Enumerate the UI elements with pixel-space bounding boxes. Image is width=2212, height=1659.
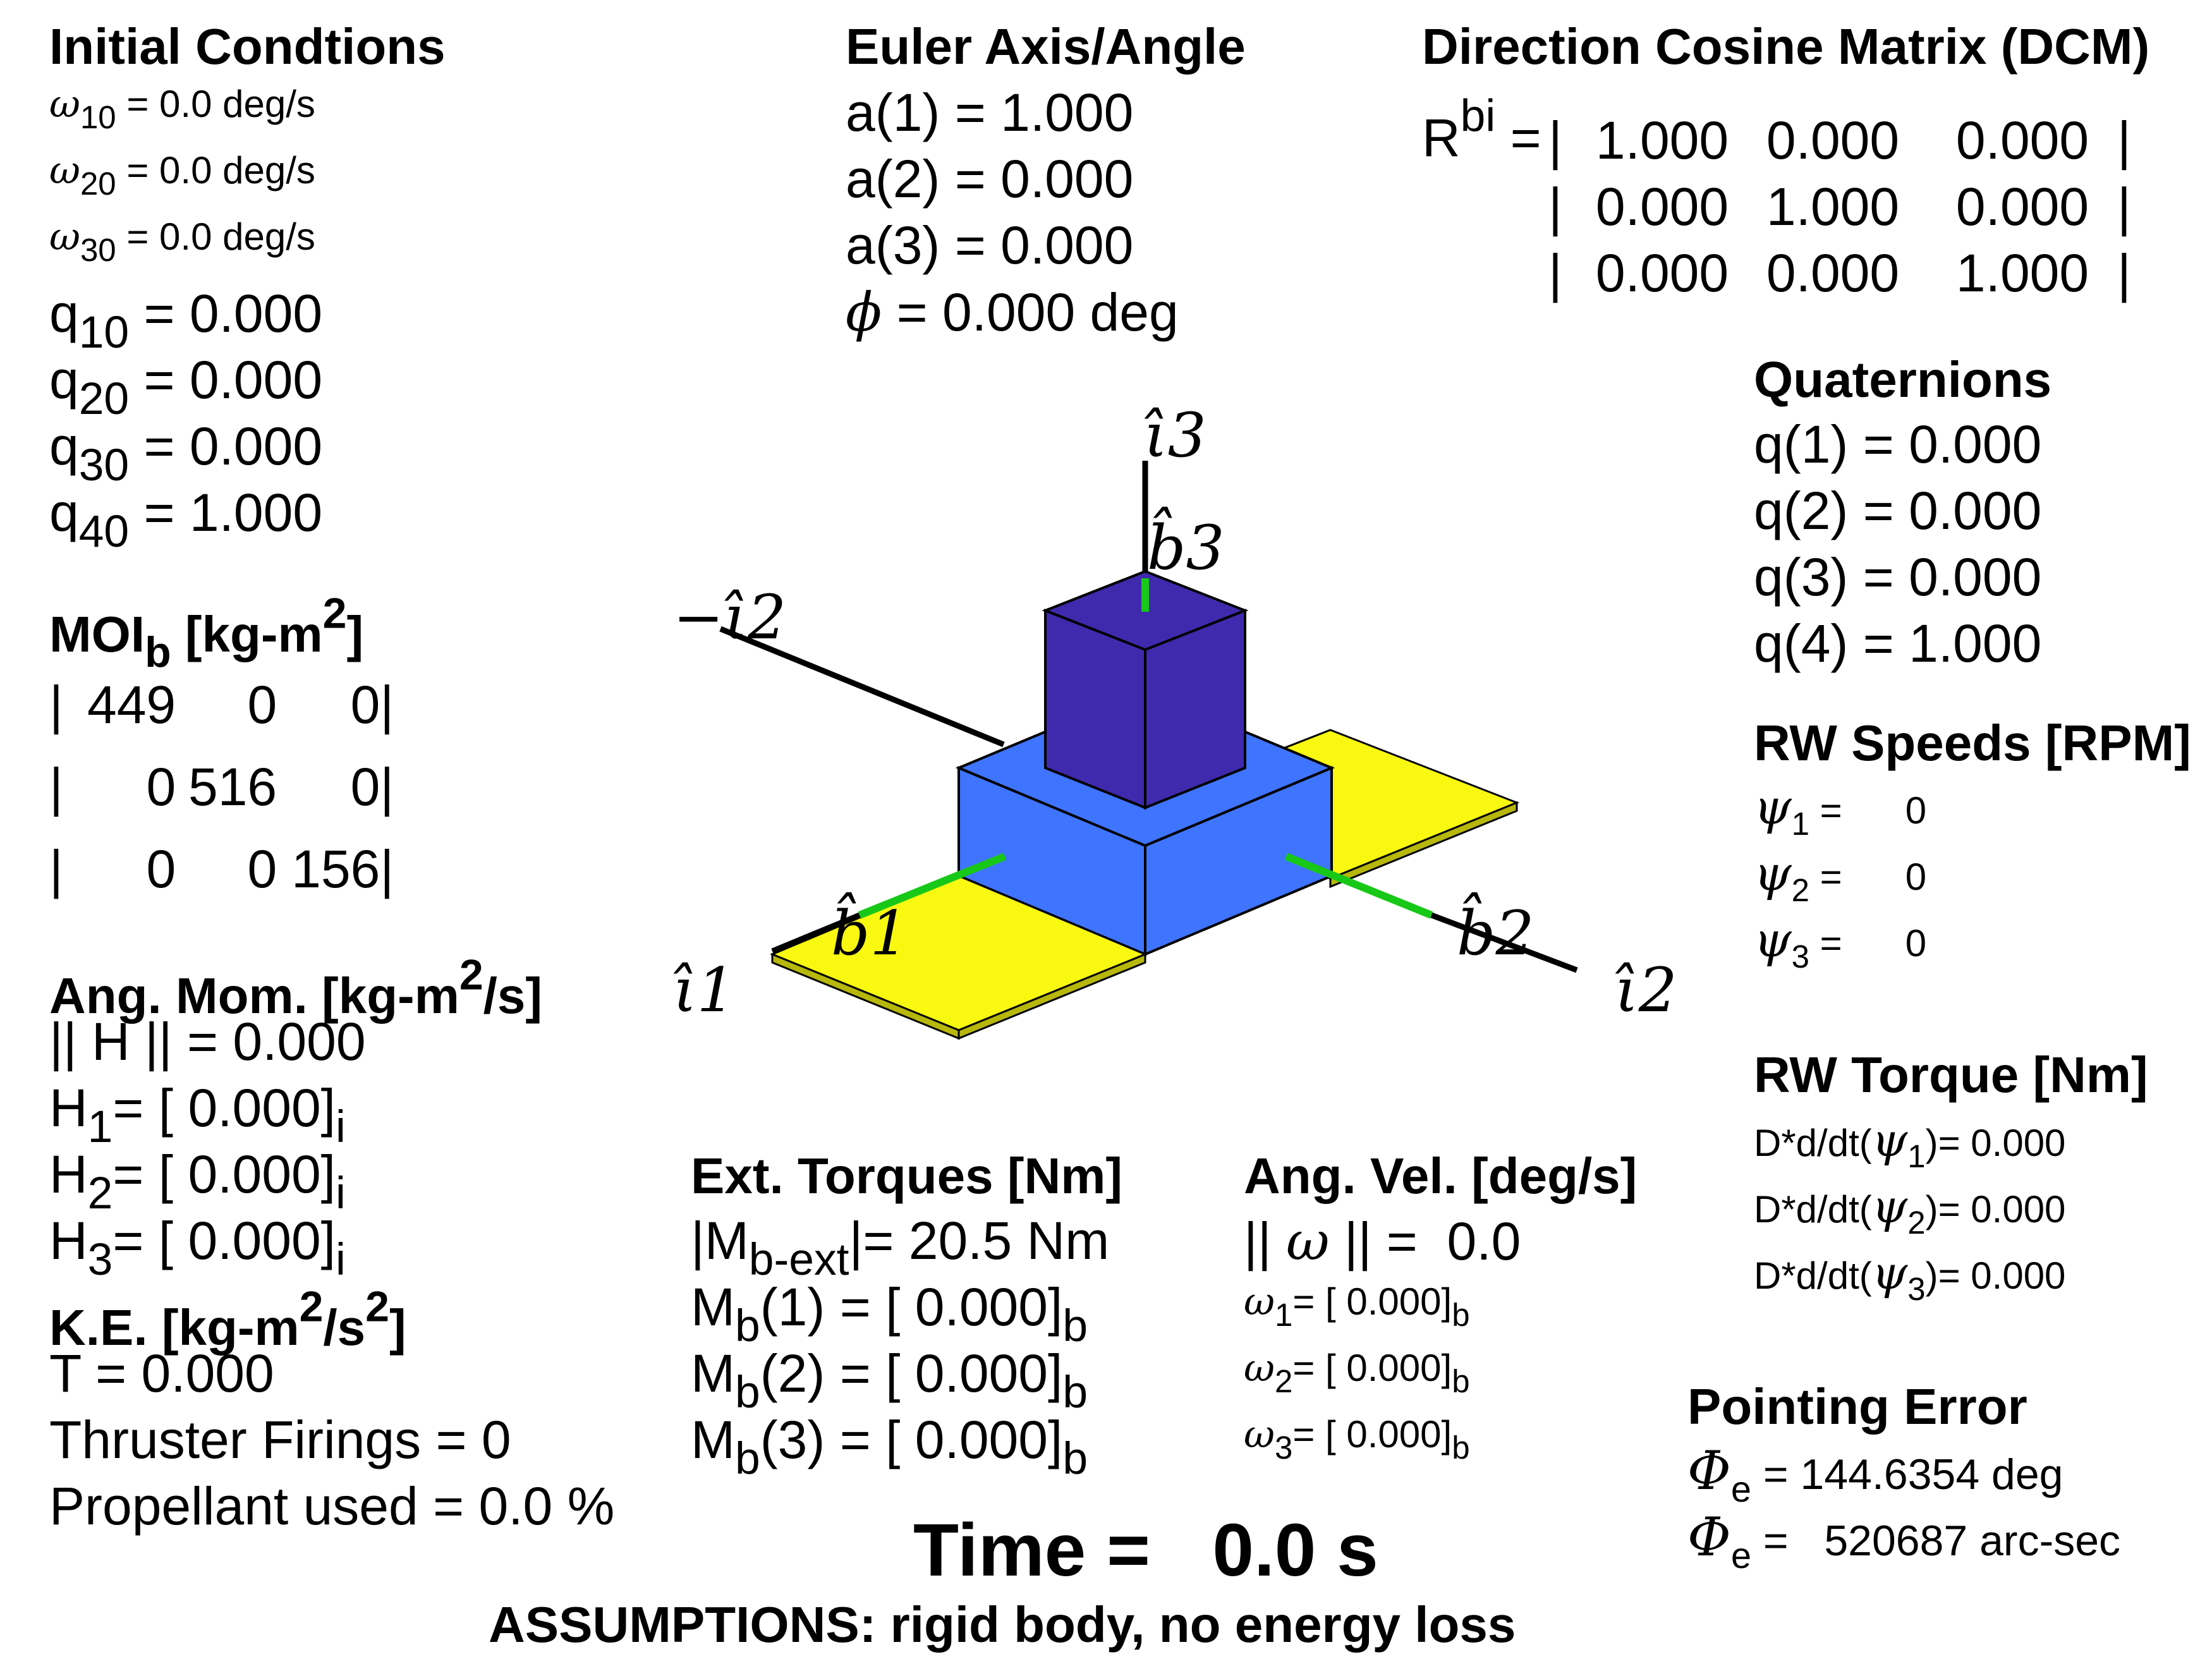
moi-row: | 0 516 0| [49, 757, 394, 817]
initial-conditions-title: Initial Condtions [49, 18, 446, 75]
dcm-matrix: | 1.000 0.000 0.000 | | 0.000 1.000 0.00… [1548, 107, 2142, 307]
pointing-error-arcsec: Φe = 520687 arc-sec [1687, 1506, 2121, 1577]
q10-row: q10 = 0.000 [49, 284, 323, 358]
rw-torque-2: D*d/dt(ψ2)= 0.000 [1754, 1180, 2066, 1241]
dcm-row: | 0.000 1.000 0.000 | [1548, 177, 2131, 236]
euler-a2: a(2) = 0.000 [846, 149, 1134, 209]
euler-a3: a(3) = 0.000 [846, 216, 1134, 275]
neg-i2-label: −ι̂2 [673, 582, 786, 653]
mb1-row: Mb(1) = [ 0.000]b [691, 1277, 1088, 1351]
omega30-value: = 0.0 deg/s [126, 216, 315, 258]
psi-symbol: ψ [1871, 1180, 1908, 1233]
time-display: Time = 0.0 s [913, 1509, 1378, 1592]
ext-torque-mag: |Mb-ext|= 20.5 Nm [691, 1211, 1110, 1285]
quaternions-title: Quaternions [1754, 351, 2052, 408]
neg-i2-axis [719, 626, 1005, 748]
mb2-row: Mb(2) = [ 0.000]b [691, 1344, 1088, 1418]
ang-vel-title: Ang. Vel. [deg/s] [1244, 1148, 1638, 1204]
rw-speed-1: ψ1 = 0 [1754, 779, 1927, 842]
euler-title: Euler Axis/Angle [846, 18, 1246, 75]
w2-row: ω2= [ 0.000]b [1244, 1346, 1470, 1399]
b3-label: b̂3 [1147, 507, 1225, 583]
h3-row: H3= [ 0.000]i [49, 1211, 346, 1285]
rw-speed-3: ψ3 = 0 [1754, 911, 1927, 975]
psi-symbol: ψ [1871, 1114, 1908, 1167]
moi-row: | 0 0 156| [49, 839, 394, 899]
psi-symbol: ψ [1754, 779, 1792, 835]
mb3-row: Mb(3) = [ 0.000]b [691, 1410, 1088, 1484]
euler-phi: ϕ = 0.000 deg [846, 281, 1179, 343]
b1-label: b̂1 [831, 892, 909, 969]
w3-row: ω3= [ 0.000]b [1244, 1413, 1470, 1466]
b2-axis [1284, 853, 1433, 919]
psi-symbol: ψ [1754, 845, 1792, 901]
omega-symbol: ω [49, 82, 80, 126]
quat-q2: q(2) = 0.000 [1754, 481, 2042, 540]
ke-value: T = 0.000 [49, 1344, 274, 1403]
propellant-used: Propellant used = 0.0 % [49, 1476, 615, 1536]
h2-row: H2= [ 0.000]i [49, 1145, 346, 1218]
solar-panel-left-edge2 [957, 952, 1146, 1040]
rw-speed-2: ψ2 = 0 [1754, 845, 1927, 908]
i2-label: ι̂2 [1615, 955, 1677, 1026]
h1-row: H1= [ 0.000]i [49, 1078, 346, 1152]
dcm-row: | 0.000 0.000 1.000 | [1548, 243, 2131, 303]
dcm-lhs: Rbi = [1422, 90, 1541, 167]
ke-title: K.E. [kg-m2/s2] [49, 1282, 406, 1356]
omega10-row: ω10 = 0.0 deg/s [49, 82, 315, 135]
euler-a1: a(1) = 1.000 [846, 83, 1134, 142]
omega10-value: = 0.0 deg/s [126, 83, 315, 125]
psi-symbol: ψ [1871, 1246, 1908, 1299]
rw-speeds-title: RW Speeds [RPM] [1754, 715, 2191, 771]
q10-value: = 0.000 [129, 284, 323, 343]
omega-symbol: ω [1244, 1280, 1275, 1324]
q20-value: = 0.000 [129, 350, 323, 410]
i3-label: ι̂3 [1144, 400, 1206, 471]
assumptions-note: ASSUMPTIONS: rigid body, no energy loss [489, 1596, 1516, 1653]
rw-torque-title: RW Torque [Nm] [1754, 1047, 2148, 1103]
ang-mom-norm: || H || = 0.000 [49, 1012, 366, 1071]
w1-row: ω1= [ 0.000]b [1244, 1280, 1470, 1333]
q40-value: = 1.000 [129, 483, 323, 542]
quat-q4: q(4) = 1.000 [1754, 614, 2042, 673]
phi-symbol: Φ [1687, 1506, 1731, 1568]
i2-axis [1430, 912, 1578, 973]
q30-value: = 0.000 [129, 416, 323, 476]
moi-row: | 449 0 0| [49, 674, 394, 734]
omega-symbol: ω [49, 149, 80, 193]
i1-label: ι̂1 [673, 955, 736, 1026]
dcm-title: Direction Cosine Matrix (DCM) [1422, 18, 2150, 75]
omega20-value: = 0.0 deg/s [126, 149, 315, 191]
thruster-firings: Thruster Firings = 0 [49, 1410, 511, 1469]
omega-symbol: ω [1244, 1413, 1275, 1457]
psi-symbol: ψ [1754, 911, 1792, 968]
phi-symbol: ϕ [846, 281, 882, 343]
q20-row: q20 = 0.000 [49, 350, 323, 424]
moi-title: MOIb [kg-m2] [49, 589, 364, 676]
i1-axis [771, 912, 861, 954]
omega-symbol: ω [1285, 1210, 1330, 1272]
q30-row: q30 = 0.000 [49, 416, 323, 490]
ang-mom-title: Ang. Mom. [kg-m2/s] [49, 951, 543, 1024]
b1-axis [858, 853, 1007, 919]
solar-panel-right-edge [1329, 801, 1518, 889]
rw-torque-1: D*d/dt(ψ1)= 0.000 [1754, 1114, 2066, 1174]
pointing-error-deg: Φe = 144.6354 deg [1687, 1440, 2063, 1510]
quat-q1: q(1) = 0.000 [1754, 415, 2042, 474]
rw-torque-3: D*d/dt(ψ3)= 0.000 [1754, 1246, 2066, 1307]
omega30-row: ω30 = 0.0 deg/s [49, 215, 315, 268]
omega20-row: ω20 = 0.0 deg/s [49, 149, 315, 202]
ext-torques-title: Ext. Torques [Nm] [691, 1148, 1123, 1204]
omega-symbol: ω [49, 215, 80, 259]
b2-label: b̂2 [1457, 892, 1534, 969]
pointing-error-title: Pointing Error [1687, 1378, 2027, 1435]
phi-symbol: Φ [1687, 1440, 1731, 1502]
q40-row: q40 = 1.000 [49, 483, 323, 557]
moi-matrix: | 449 0 0| | 0 516 0| | 0 0 156| [49, 664, 394, 910]
ang-vel-norm: || ω || = 0.0 [1244, 1210, 1521, 1272]
dcm-row: | 1.000 0.000 0.000 | [1548, 111, 2131, 170]
omega-symbol: ω [1244, 1346, 1275, 1390]
quat-q3: q(3) = 0.000 [1754, 547, 2042, 607]
